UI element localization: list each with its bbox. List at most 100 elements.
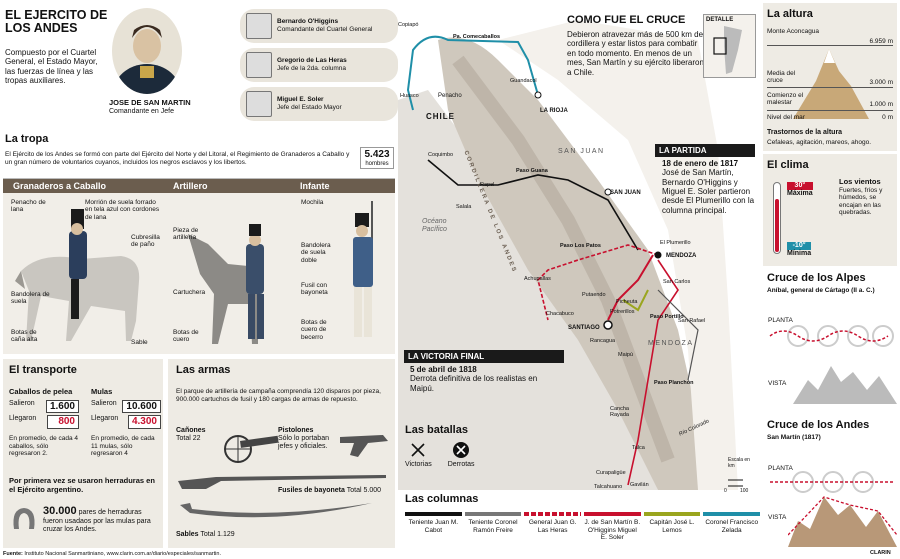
clima-title: El clima — [767, 159, 809, 171]
media-value: 3.000 m — [869, 79, 894, 86]
label-bandolera: Bandolera de suela — [11, 291, 50, 306]
column-item: Teniente Coronel Ramón Freire — [464, 512, 522, 542]
clima-min-label: Mínima — [787, 250, 812, 258]
officer-portrait — [246, 52, 272, 78]
label-mochila: Mochila — [301, 199, 324, 206]
andes-sub: San Martín (1817) — [767, 433, 821, 441]
map — [398, 0, 760, 490]
andes-planta-route — [770, 471, 893, 493]
column-item: Capitán José L. Lemos — [643, 512, 701, 542]
andes-planta-label: PLANTA — [768, 465, 793, 472]
intro-text: Compuesto por el Cuartel General, el Est… — [5, 48, 98, 86]
victoria-date: 5 de abril de 1818 — [410, 365, 477, 374]
scale-label: Escala en km — [728, 457, 750, 469]
cordillera-label: CORDILLERA DE LOS ANDES — [462, 150, 518, 275]
place-label: Guandacol — [510, 78, 537, 84]
place-label: Coquimbo — [428, 152, 454, 158]
column-item: Teniente Juan M. Cabot — [405, 512, 462, 542]
alpes-title: Cruce de los Alpes — [767, 272, 866, 284]
source-text: Instituto Nacional Sanmartiniano, www.cl… — [24, 551, 221, 557]
map-labels: CHILE CORDILLERA DE LOS ANDES Océano Pac… — [398, 0, 760, 494]
place-label: El Plumerillo — [660, 240, 691, 246]
comienzo-label: Comienzo el malestar — [767, 92, 804, 107]
place-label: Talca — [632, 445, 645, 451]
place-label: Rapel — [480, 182, 495, 188]
canones-total: Total 22 — [176, 435, 201, 443]
place-label: Curapaligüe — [596, 470, 626, 476]
altura-title: La altura — [767, 8, 813, 20]
comienzo-value: 1.000 m — [869, 101, 894, 108]
rifle-icon — [178, 475, 386, 489]
sanmartin-name: JOSE DE SAN MARTIN — [109, 98, 191, 107]
sanmartin-portrait — [112, 8, 182, 94]
place-label: Copiapó — [398, 22, 419, 28]
place-label: Río Colorado — [678, 418, 711, 438]
partida-text: José de San Martín, Bernardo O'Higgins y… — [662, 168, 755, 215]
mulas-llegaron-label: Llegaron — [91, 415, 119, 423]
unit-title-artillero: Artillero — [173, 181, 208, 191]
brand-label: CLARIN — [870, 550, 891, 556]
columnas-legend: Teniente Juan M. Cabot Teniente Coronel … — [405, 512, 761, 542]
tropa-text: El Ejército de los Andes se formó con pa… — [5, 151, 350, 166]
tropa-count: 5.423 — [364, 149, 390, 160]
caballos-llegaron-value: 800 — [47, 415, 79, 429]
tropa-count-label: hombres — [365, 160, 389, 167]
altura-panel: La altura Monte Aconcagua 6.959 m Media … — [763, 3, 897, 151]
canones-label: Cañones — [176, 427, 206, 434]
alpes-sub: Aníbal, general de Cártago (II a. C.) — [767, 286, 875, 294]
place-label: Paso Portillo — [650, 314, 684, 320]
place-label: SAN JUAN — [610, 190, 641, 196]
detalle-label: DETALLE — [706, 17, 734, 23]
clima-max: 30° — [787, 182, 813, 191]
place-label: Talcahuano — [594, 484, 623, 490]
caballos-salieron-label: Salieron — [9, 399, 35, 407]
media-label: Media del cruce — [767, 70, 796, 85]
vientos-title: Los vientos — [839, 177, 881, 186]
place-label: Achupallas — [524, 276, 551, 282]
saber-icon — [180, 503, 372, 518]
mulas-llegaron-value: 4.300 — [127, 415, 161, 429]
sanmartin-role: Comandante en Jefe — [109, 108, 174, 115]
victorias-label: Victorias — [405, 461, 432, 469]
officer-role: Jefe del Estado Mayor — [277, 104, 342, 111]
tropa-count-box: 5.423 hombres — [360, 147, 394, 170]
label-penacho: Penacho de lana — [11, 199, 46, 214]
place-label: Pa. Comecaballos — [453, 34, 501, 40]
label-morrion: Morrión de suela forrado en tela azul co… — [85, 199, 160, 221]
cannon-icon — [224, 435, 279, 463]
caballos-llegaron-label: Llegaron — [9, 415, 37, 423]
batallas-title: Las batallas — [405, 424, 468, 436]
officer-role: Comandante del Cuartel General — [277, 26, 373, 33]
clima-max-label: Máxima — [787, 190, 813, 198]
tropa-title: La tropa — [5, 133, 49, 145]
monte-value: 6.959 m — [869, 38, 894, 45]
alpes-vista-label: VISTA — [768, 380, 787, 387]
columnas-title: Las columnas — [405, 493, 479, 505]
herraduras-text: fueron usadaos por las mulas para cruzar… — [43, 517, 151, 533]
oceano-label: Océano Pacífico — [422, 218, 447, 234]
trastornos-title: Trastornos de la altura — [767, 129, 843, 136]
thermometer — [773, 182, 781, 254]
place-label: Paso Guana — [516, 168, 548, 174]
place-label: Huasco — [400, 93, 419, 99]
herraduras-word: pares de herraduras — [78, 509, 142, 516]
officer-name: Gregorio de Las Heras — [277, 57, 347, 65]
transporte-title: El transporte — [9, 364, 77, 376]
alpes-section: Cruce de los Alpes Aníbal, general de Cá… — [763, 272, 897, 412]
nivel-value: 0 m — [882, 114, 893, 121]
alpes-planta-label: PLANTA — [768, 317, 793, 324]
armas-panel: Las armas El parque de artillería de cam… — [168, 359, 395, 548]
armas-title: Las armas — [176, 364, 231, 376]
units-panel: Granaderos a Caballo Artillero Infante P… — [3, 178, 395, 354]
label-botas-cuero: Botas de cuero — [173, 329, 199, 344]
officer-name: Miguel E. Soler — [277, 96, 324, 104]
partida-date: 18 de enero de 1817 — [662, 159, 739, 168]
page-title: EL EJERCITO DE LOS ANDES — [5, 8, 108, 35]
andes-vista-label: VISTA — [768, 514, 787, 521]
herraduras-number: 30.000 — [43, 505, 77, 517]
sables-label: Sables — [176, 531, 199, 538]
label-bandolera-doble: Bandolera de suela doble — [301, 242, 331, 264]
